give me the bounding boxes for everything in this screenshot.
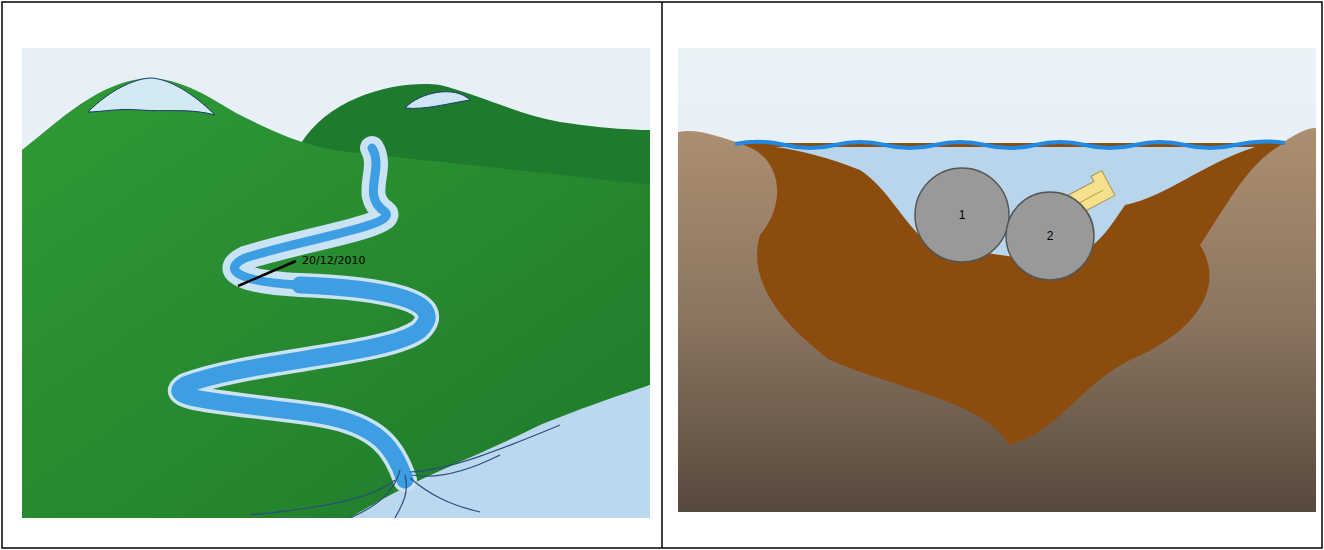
callout-number: 1 xyxy=(959,208,966,222)
cross-section xyxy=(678,48,1316,512)
callout-number: 2 xyxy=(1047,229,1054,243)
divider xyxy=(661,2,663,548)
section-line xyxy=(238,261,296,286)
boulder-circle: 2 xyxy=(1005,191,1095,281)
landscape xyxy=(22,48,650,518)
date-label: 20/12/2010 xyxy=(302,254,365,267)
boulder-circle: 1 xyxy=(914,167,1010,263)
